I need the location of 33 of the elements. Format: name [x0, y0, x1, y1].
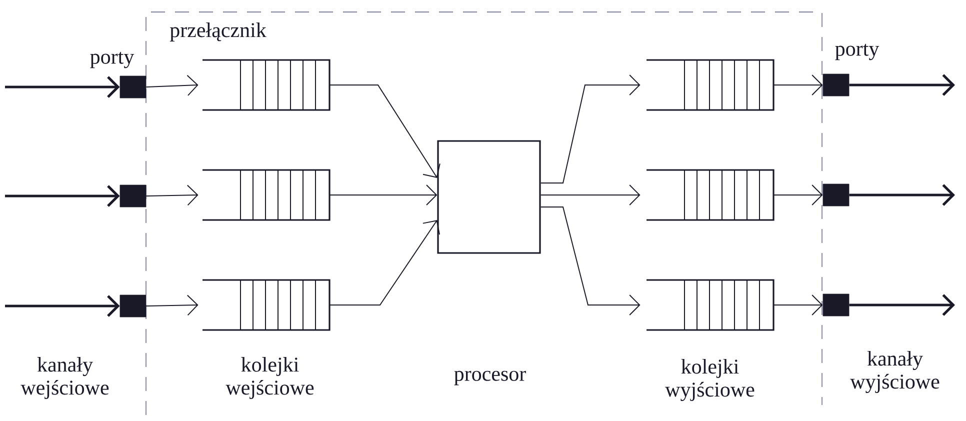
port-square	[120, 294, 146, 318]
queue-drawing	[202, 59, 330, 111]
arrow	[849, 294, 955, 316]
arrow	[146, 184, 198, 206]
queue-drawing	[646, 279, 774, 331]
arrow	[773, 294, 823, 316]
arrow	[773, 184, 823, 206]
arrow	[540, 74, 640, 184]
arrow	[849, 74, 955, 96]
arrow	[540, 206, 640, 316]
arrow	[849, 184, 955, 206]
arrow	[540, 184, 640, 206]
port-square	[822, 184, 850, 206]
arrow	[5, 76, 120, 98]
queue-drawing	[202, 169, 330, 221]
queue-drawing	[646, 59, 774, 111]
arrow	[329, 84, 440, 178]
arrow	[329, 184, 438, 206]
queue-drawing	[202, 279, 330, 331]
arrow	[146, 74, 198, 96]
arrow	[329, 220, 440, 306]
arrow	[5, 295, 120, 317]
processor-box	[437, 140, 541, 254]
label: procesor	[454, 370, 526, 386]
arrow	[5, 185, 120, 207]
port-square	[120, 76, 146, 98]
arrow	[773, 74, 823, 96]
arrow	[146, 294, 198, 316]
port-square	[822, 74, 850, 96]
port-square	[120, 184, 146, 208]
port-square	[822, 294, 850, 316]
queue-drawing	[646, 169, 774, 221]
label: przełącznik	[170, 22, 266, 42]
